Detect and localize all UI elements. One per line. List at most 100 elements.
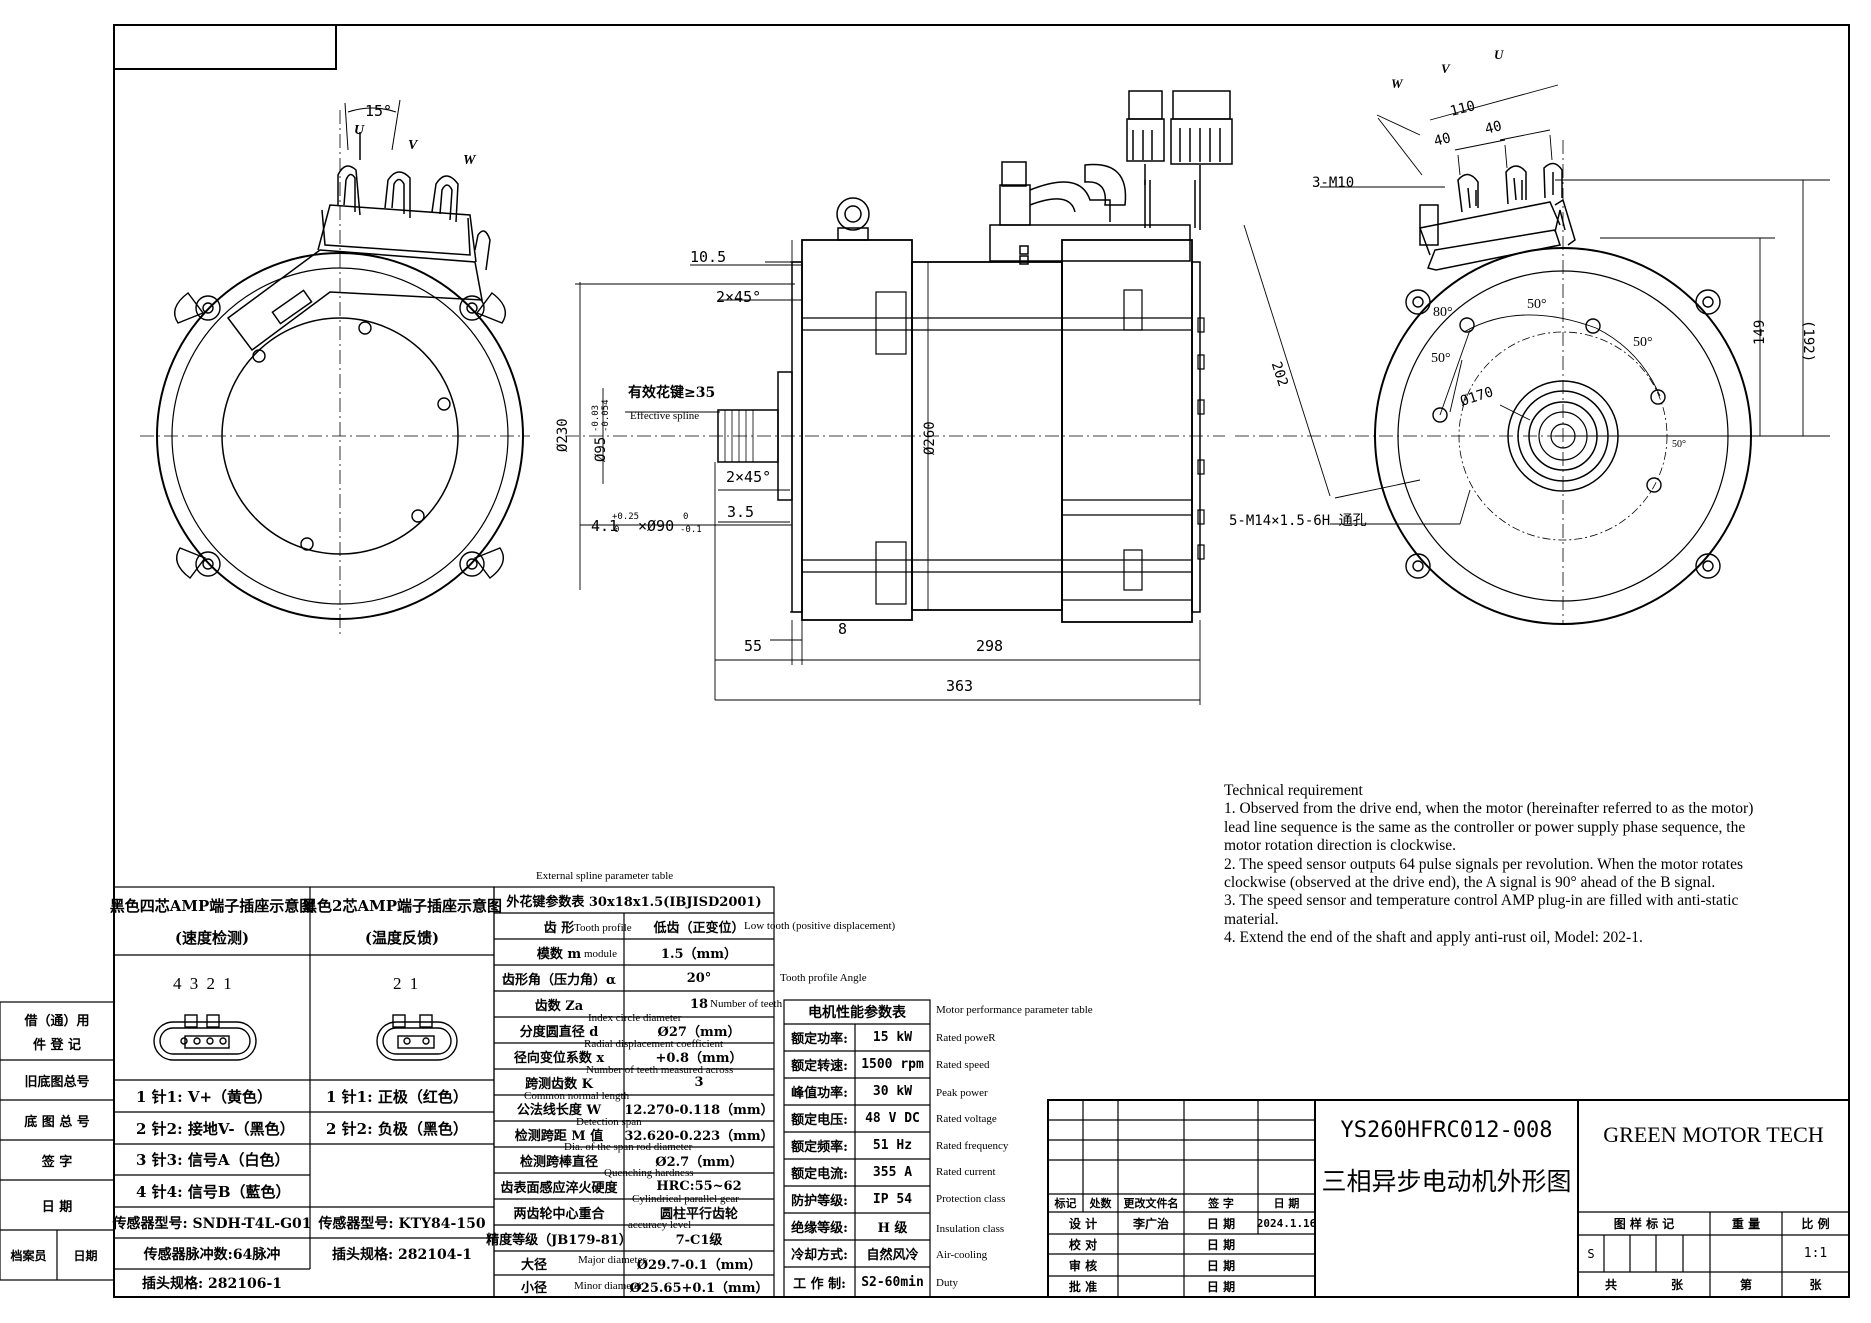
connector-2pin-subtitle: (温度反馈) — [364, 928, 440, 947]
spline-en-10: Dia. of the span rod diameter — [564, 1141, 693, 1153]
register-base-no: 底 图 总 号 — [24, 1114, 90, 1130]
tech-title: Technical requirement — [1224, 782, 1363, 799]
spline-key-12: 两齿轮中心重合 — [513, 1206, 605, 1222]
spline-key-10: 检测跨棒直径 — [519, 1154, 598, 1170]
sheets-label: 张 — [1670, 1278, 1683, 1292]
tech-item-3: 3. The speed sensor and temperature cont… — [1224, 892, 1739, 928]
spline-en-6: Radial displacement coefficient — [584, 1038, 724, 1050]
top-left-box — [113, 24, 337, 70]
dim-149: 149 — [1752, 319, 1768, 345]
motor-key-5: 额定频率: — [791, 1140, 848, 1155]
connector-2pin-title: 黑色2芯AMP端子插座示意图 — [302, 896, 502, 915]
dim-d260: Ø260 — [922, 421, 938, 455]
spline-en-8: Common normal length — [524, 1090, 630, 1102]
connector-2pin-icon — [376, 1014, 458, 1061]
spline-val-3: 20° — [686, 970, 712, 986]
front-phase-w: W — [463, 153, 476, 168]
motor-en-7: Protection class — [936, 1193, 1006, 1205]
rev-header-date: 日 期 — [1273, 1197, 1300, 1210]
dim-192: (192) — [1800, 320, 1816, 363]
dim-chamfer-1: 2×45° — [716, 288, 762, 306]
register-archivist: 档案员 — [10, 1248, 47, 1263]
motor-val-8: H 级 — [877, 1221, 908, 1236]
motor-table-header: 电机性能参数表 — [808, 1005, 906, 1021]
date-label-4: 日 期 — [1206, 1280, 1236, 1294]
motor-en-9: Air-cooling — [936, 1249, 988, 1261]
motor-val-10: S2-60min — [861, 1274, 924, 1290]
spline-key-11: 齿表面感应淬火硬度 — [500, 1180, 618, 1196]
tech-item-4: 4. Extend the end of the shaft and apply… — [1224, 929, 1643, 947]
motor-key-8: 绝缘等级: — [791, 1221, 848, 1236]
connector-4pin-model: 传感器型号: SNDH-T4L-G01 — [112, 1215, 312, 1232]
angle-50-d: 50° — [1672, 439, 1686, 450]
motor-key-6: 额定电流: — [791, 1167, 848, 1182]
side-junction-box — [989, 161, 1196, 265]
dim-d95-tol-dn: -0.054 — [601, 399, 611, 432]
front-angle-label: 15° — [365, 102, 393, 120]
front-phase-u: U — [354, 123, 365, 138]
spline-en2-4: Number of teeth — [710, 998, 783, 1010]
spline-en-7: Number of teeth measured across — [586, 1064, 734, 1076]
spline-en-2: module — [584, 948, 617, 960]
total-label: 共 — [1604, 1278, 1617, 1292]
end-dimensions — [1243, 84, 1830, 525]
angle-80: 80° — [1433, 305, 1453, 320]
dim-d95: Ø95 — [593, 436, 609, 462]
spline-table-grid — [493, 886, 775, 1298]
register-old-no: 旧底图总号 — [24, 1074, 90, 1090]
motor-key-4: 额定电压: — [791, 1113, 848, 1128]
dim-40-a: 40 — [1432, 130, 1453, 150]
angle-50-a: 50° — [1527, 297, 1547, 312]
spline-en-9: Detection span — [576, 1116, 642, 1128]
end-bolt-holes — [1405, 289, 1721, 579]
spline-en-15: Minor diameter — [574, 1280, 643, 1292]
role-review: 审 核 — [1068, 1258, 1098, 1273]
spline-val-13: 7-C1级 — [675, 1232, 723, 1248]
spline-val-1: 低齿（正变位） — [653, 920, 745, 936]
scale-label: 比 例 — [1801, 1217, 1830, 1231]
end-holes-label: 5-M14×1.5-6H 通孔 — [1229, 513, 1367, 529]
motor-val-6: 355 A — [872, 1165, 913, 1180]
stage-value: S — [1587, 1246, 1595, 1261]
side-view — [565, 90, 1233, 705]
tech-item-2: 2. The speed sensor outputs 64 pulse sig… — [1224, 855, 1744, 892]
end-phase-v: V — [1441, 61, 1450, 76]
date-label-3: 日 期 — [1206, 1258, 1236, 1273]
dim-55: 55 — [744, 637, 763, 655]
dim-3-5: 3.5 — [727, 503, 755, 521]
spline-val-14: Ø29.7-0.1（mm） — [636, 1257, 762, 1273]
spline-val-11: HRC:55~62 — [656, 1178, 742, 1194]
spline-en-1: Tooth profile — [574, 922, 632, 934]
weight-label: 重 量 — [1731, 1217, 1761, 1231]
spline-val-7: 3 — [694, 1074, 704, 1090]
motor-en-5: Rated frequency — [936, 1140, 1009, 1152]
front-bolt-holes — [195, 295, 485, 577]
drawing-frame — [113, 24, 1850, 1298]
connector-4pin-plug: 插头规格: 282106-1 — [141, 1276, 283, 1292]
dim-40-b: 40 — [1483, 118, 1504, 138]
connector-2pin-plug: 插头规格: 282104-1 — [331, 1246, 473, 1263]
motor-val-9: 自然风冷 — [866, 1248, 919, 1263]
dim-d230: Ø230 — [555, 418, 571, 452]
motor-en-3: Peak power — [936, 1087, 988, 1099]
angle-50-c: 50° — [1431, 351, 1451, 366]
motor-en-4: Rated voltage — [936, 1113, 997, 1125]
spline-key-1: 齿 形 — [543, 920, 575, 936]
dim-298: 298 — [976, 637, 1004, 655]
dim-key-dn: 0 — [614, 525, 620, 535]
title-block-grid — [1047, 1099, 1850, 1298]
spline-key-14: 大径 — [520, 1257, 547, 1273]
drawing-name: 三相异步电动机外形图 — [1321, 1167, 1572, 1196]
rev-header-sign: 签 字 — [1208, 1197, 1234, 1210]
spline-val-5: Ø27（mm） — [657, 1024, 741, 1040]
motor-key-2: 额定转速: — [791, 1059, 848, 1074]
end-phase-w: W — [1391, 76, 1403, 91]
motor-table-grid — [783, 999, 931, 1298]
register-date: 日 期 — [41, 1199, 73, 1215]
motor-val-2: 1500 rpm — [861, 1057, 924, 1072]
spline-val-2: 1.5（mm） — [660, 946, 738, 962]
motor-en-6: Rated current — [936, 1166, 996, 1178]
spline-val-10: Ø2.7（mm） — [655, 1154, 743, 1170]
spline-en-11: Quenching hardness — [604, 1167, 694, 1179]
